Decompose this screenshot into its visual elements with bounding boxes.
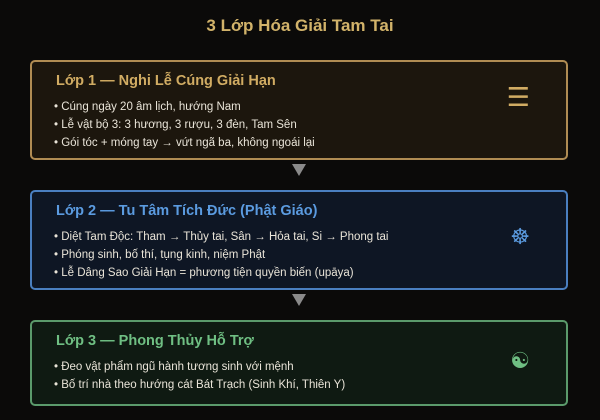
list-item: Gói tóc + móng tay → vứt ngã ba, không n… — [54, 134, 315, 152]
diagram-title: 3 Lớp Hóa Giải Tam Tai — [206, 16, 394, 35]
down-arrow-icon — [292, 294, 306, 306]
list-item: Bố trí nhà theo hướng cát Bát Trạch (Sin… — [54, 376, 345, 394]
layer-items: Cúng ngày 20 âm lịch, hướng Nam Lễ vật b… — [54, 98, 315, 152]
list-item: Lễ vật bộ 3: 3 hương, 3 rượu, 3 đèn, Tam… — [54, 116, 315, 134]
trigram-icon: ☰ — [506, 82, 530, 112]
list-item: Diệt Tam Độc: Tham → Thủy tai, Sân → Hỏa… — [54, 228, 388, 246]
list-item: Cúng ngày 20 âm lịch, hướng Nam — [54, 98, 315, 116]
layer-title: Lớp 3 — Phong Thủy Hỗ Trợ — [56, 333, 254, 349]
list-item: Đeo vật phẩm ngũ hành tương sinh với mện… — [54, 358, 345, 376]
layer-title: Lớp 1 — Nghi Lễ Cúng Giải Hạn — [56, 73, 276, 89]
layer-items: Diệt Tam Độc: Tham → Thủy tai, Sân → Hỏa… — [54, 228, 389, 282]
layer-items: Đeo vật phẩm ngũ hành tương sinh với mện… — [54, 358, 345, 394]
layer-card-1: Lớp 1 — Nghi Lễ Cúng Giải Hạn Cúng ngày … — [30, 60, 568, 160]
layer-title: Lớp 2 — Tu Tâm Tích Đức (Phật Giáo) — [56, 203, 318, 219]
dharma-wheel-icon: ☸ — [510, 224, 530, 249]
list-item: Phóng sinh, bố thí, tụng kinh, niệm Phật — [54, 246, 389, 264]
down-arrow-icon — [292, 164, 306, 176]
yin-yang-icon: ☯ — [510, 348, 530, 373]
layer-card-3: Lớp 3 — Phong Thủy Hỗ Trợ Đeo vật phẩm n… — [30, 320, 568, 406]
layer-card-2: Lớp 2 — Tu Tâm Tích Đức (Phật Giáo) Diệt… — [30, 190, 568, 290]
list-item: Lễ Dâng Sao Giải Hạn = phương tiện quyền… — [54, 264, 389, 282]
